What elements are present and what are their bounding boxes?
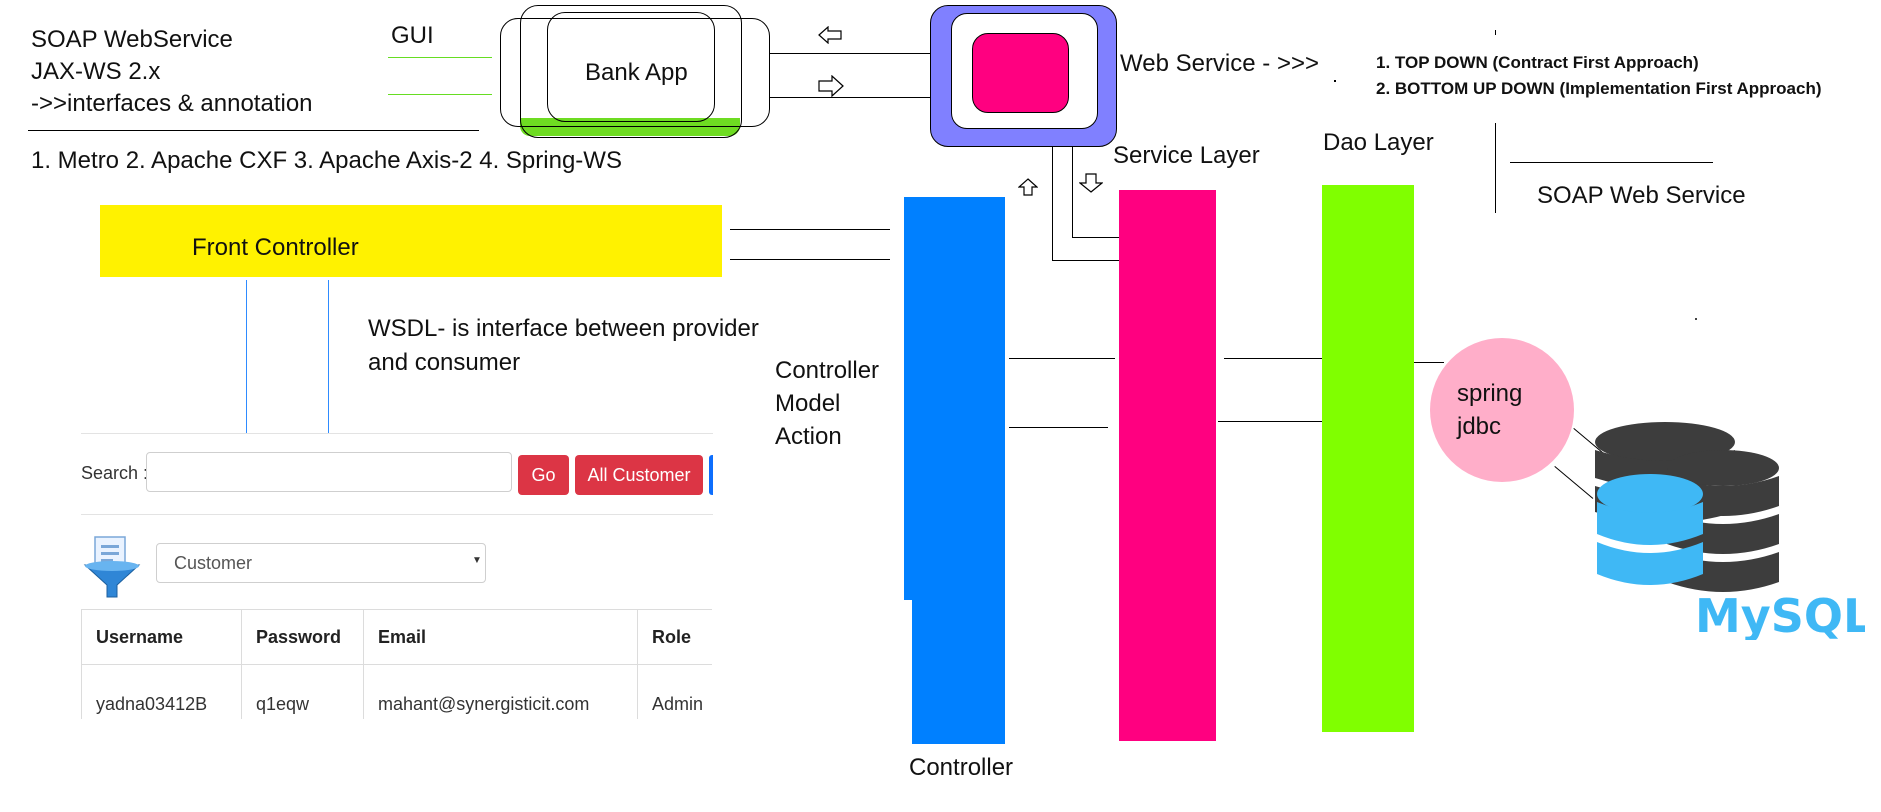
controller-bar (904, 197, 1005, 744)
dot-mark (1334, 80, 1336, 82)
service-layer-bar (1119, 190, 1216, 741)
bank-app-base (520, 118, 740, 136)
table-header-row: Username Password Email Role (81, 609, 738, 665)
controller-model-action-label: Controller Model Action (775, 354, 879, 453)
ws-to-service-line-2 (1052, 260, 1119, 261)
ui-top-separator (81, 433, 713, 434)
bank-app-frame-mid (520, 5, 742, 138)
select-caret-icon: ▼ (472, 555, 482, 566)
partial-blue-button[interactable] (709, 455, 713, 495)
gui-line-bottom (388, 94, 492, 95)
soap-web-service-label: SOAP Web Service (1537, 182, 1746, 209)
header-password[interactable]: Password (241, 609, 364, 665)
arrow-down-icon (1079, 173, 1103, 193)
bank-app-frame-back (500, 18, 770, 127)
cma-line-1: Controller (775, 357, 880, 384)
role-select[interactable]: Customer (156, 543, 486, 583)
bank-ws-line-top (770, 53, 930, 54)
arrow-up-icon (1018, 178, 1038, 196)
controller-label: Controller (909, 754, 1014, 781)
wsdl-note: WSDL- is interface between provider and … (368, 312, 759, 380)
bank-app-frame-front (547, 12, 715, 122)
fc-down-line-2 (328, 280, 329, 433)
service-dao-line-2 (1218, 421, 1322, 422)
gui-line-top (388, 57, 492, 58)
spring-jdbc-line-2: jdbc (1457, 413, 1502, 440)
ws-down-line-right (1072, 147, 1073, 237)
service-dao-line-1 (1224, 358, 1322, 359)
table-clip-mask (712, 600, 912, 750)
search-input[interactable] (146, 452, 512, 492)
arrow-left-icon (818, 26, 842, 44)
cma-line-3: Action (775, 423, 842, 450)
fc-to-controller-line-1 (730, 229, 890, 230)
controller-service-line-1 (1009, 358, 1115, 359)
soap-divider-vertical (1495, 123, 1496, 213)
dot-mark-2 (1695, 318, 1697, 320)
web-service-label: Web Service - >>> (1120, 50, 1319, 77)
wsdl-note-line-1: WSDL- is interface between provider (368, 315, 759, 342)
controller-service-line-2 (1009, 427, 1108, 428)
gui-label: GUI (391, 22, 434, 49)
frameworks-list: 1. Metro 2. Apache CXF 3. Apache Axis-2 … (31, 147, 622, 174)
header-email[interactable]: Email (363, 609, 638, 665)
bank-ws-line-bottom (770, 97, 930, 98)
front-controller-bar (100, 205, 722, 277)
filter-funnel-icon (83, 536, 141, 598)
notes-line-1: SOAP WebService (31, 26, 233, 53)
dao-layer-bar (1322, 185, 1414, 732)
arrow-right-icon (818, 75, 844, 97)
cma-line-2: Model (775, 390, 841, 417)
web-service-core (972, 33, 1069, 113)
front-controller-label: Front Controller (192, 234, 359, 261)
wsdl-note-line-2: and consumer (368, 349, 521, 376)
dao-jdbc-line (1414, 362, 1444, 363)
spring-jdbc-line-1: spring (1457, 380, 1523, 407)
all-customer-button[interactable]: All Customer (575, 455, 703, 495)
approach-top-down: 1. TOP DOWN (Contract First Approach) (1376, 53, 1699, 72)
service-layer-label: Service Layer (1113, 142, 1260, 169)
table-bottom-mask (81, 719, 713, 749)
approaches-list: 1. TOP DOWN (Contract First Approach) 2.… (1376, 50, 1822, 102)
mysql-database-icon: MySQL (1595, 422, 1865, 640)
notes-line-3: ->>interfaces & annotation (31, 90, 313, 117)
mysql-label: MySQL (1695, 589, 1865, 640)
soap-divider-horizontal (1510, 162, 1713, 163)
tick-mark (1495, 30, 1496, 35)
search-label: Search : (81, 463, 149, 483)
ws-to-service-line-1 (1072, 237, 1119, 238)
go-button[interactable]: Go (518, 455, 569, 495)
fc-down-line-1 (246, 280, 247, 433)
dao-layer-label: Dao Layer (1323, 129, 1434, 156)
ui-mid-separator (81, 514, 713, 515)
spring-jdbc-label: spring jdbc (1457, 377, 1522, 443)
header-username[interactable]: Username (81, 609, 242, 665)
bank-app-label: Bank App (585, 59, 688, 86)
notes-line-2: JAX-WS 2.x (31, 58, 161, 85)
ws-down-line-left (1052, 147, 1053, 261)
spring-jdbc-circle (1430, 338, 1574, 482)
soap-notes: SOAP WebService JAX-WS 2.x ->>interfaces… (31, 24, 313, 120)
notes-divider (28, 130, 479, 131)
approach-bottom-up: 2. BOTTOM UP DOWN (Implementation First … (1376, 79, 1822, 98)
fc-to-controller-line-2 (730, 259, 890, 260)
